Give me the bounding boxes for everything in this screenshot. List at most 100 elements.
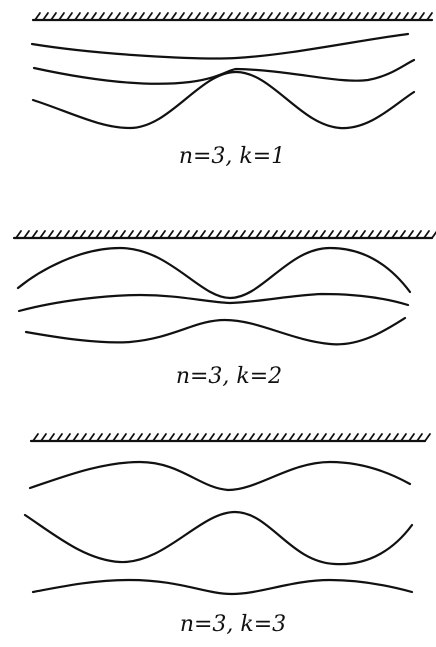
hatch-mark: [47, 230, 54, 239]
hatch-mark: [170, 12, 177, 21]
hatch-mark: [112, 433, 119, 442]
hatch-mark: [375, 230, 382, 239]
hatch-mark: [303, 230, 310, 239]
hatch-mark: [186, 12, 193, 21]
hatch-mark: [319, 230, 326, 239]
hatch-mark: [160, 433, 167, 442]
hatch-mark: [384, 433, 391, 442]
hatch-mark: [423, 230, 430, 239]
hatch-mark: [106, 12, 113, 21]
hatch-mark: [114, 12, 121, 21]
hatch-mark: [122, 12, 129, 21]
hatch-mark: [418, 12, 425, 21]
hatch-mark: [376, 433, 383, 442]
hatch-mark: [88, 433, 95, 442]
hatch-mark: [42, 12, 49, 21]
hatch-mark: [312, 433, 319, 442]
hatch-mark: [304, 433, 311, 442]
hatch-mark: [320, 433, 327, 442]
hatch-mark: [264, 433, 271, 442]
hatch-mark: [72, 433, 79, 442]
mode-label-2: n=3, k=2: [176, 364, 282, 389]
hatch-mark: [263, 230, 270, 239]
hatch-mark: [96, 433, 103, 442]
hatch-mark: [327, 230, 334, 239]
hatch-mark: [383, 230, 390, 239]
hatch-mark: [64, 433, 71, 442]
hatch-mark: [258, 12, 265, 21]
mode-curve-2-1: [16, 246, 412, 300]
hatch-mark: [407, 230, 414, 239]
hatch-mark: [298, 12, 305, 21]
hatch-mark: [346, 12, 353, 21]
hatch-mark: [120, 433, 127, 442]
hatch-mark: [31, 230, 38, 239]
hatch-mark: [360, 433, 367, 442]
hatch-mark: [354, 12, 361, 21]
hatch-mark: [40, 433, 47, 442]
hatch-mark: [208, 433, 215, 442]
hatch-mark: [386, 12, 393, 21]
hatch-mark: [274, 12, 281, 21]
wall-hatching-1: [34, 12, 433, 21]
hatch-mark: [207, 230, 214, 239]
mode-curve-3-2: [23, 510, 414, 566]
hatch-mark: [90, 12, 97, 21]
hatch-mark: [338, 12, 345, 21]
hatch-mark: [314, 12, 321, 21]
hatch-mark: [306, 12, 313, 21]
mode-curve-2-2: [17, 292, 410, 313]
mode-panel-1: n=3, k=1: [30, 12, 434, 169]
hatch-mark: [392, 433, 399, 442]
hatch-mark: [335, 230, 342, 239]
hatch-mark: [23, 230, 30, 239]
hatch-mark: [359, 230, 366, 239]
hatch-mark: [168, 433, 175, 442]
hatch-mark: [322, 12, 329, 21]
hatch-mark: [63, 230, 70, 239]
hatch-mark: [280, 433, 287, 442]
hatch-mark: [402, 12, 409, 21]
hatch-mark: [391, 230, 398, 239]
hatch-mark: [336, 433, 343, 442]
hatch-mark: [216, 433, 223, 442]
hatch-mark: [87, 230, 94, 239]
hatch-mark: [152, 433, 159, 442]
hatch-mark: [343, 230, 350, 239]
hatch-mark: [415, 230, 422, 239]
hatch-mark: [191, 230, 198, 239]
hatch-mark: [71, 230, 78, 239]
hatch-mark: [279, 230, 286, 239]
hatch-mark: [143, 230, 150, 239]
hatch-mark: [231, 230, 238, 239]
hatch-mark: [226, 12, 233, 21]
hatch-mark: [352, 433, 359, 442]
hatch-mark: [79, 230, 86, 239]
hatch-mark: [426, 12, 433, 21]
mode-curve-3-3: [31, 578, 414, 596]
hatch-mark: [50, 12, 57, 21]
hatch-mark: [362, 12, 369, 21]
mode-curve-1-1: [30, 32, 410, 60]
hatch-mark: [119, 230, 126, 239]
hatch-mark: [218, 12, 225, 21]
hatch-mark: [424, 433, 431, 442]
hatch-mark: [399, 230, 406, 239]
hatch-mark: [247, 230, 254, 239]
hatch-mark: [223, 230, 230, 239]
mode-curve-3-1: [28, 460, 412, 492]
fixed-wall-3: [29, 433, 431, 443]
hatch-mark: [394, 12, 401, 21]
hatch-mark: [250, 12, 257, 21]
hatch-mark: [48, 433, 55, 442]
hatch-mark: [210, 12, 217, 21]
hatch-mark: [288, 433, 295, 442]
wall-hatching-2: [15, 230, 436, 239]
hatch-mark: [290, 12, 297, 21]
hatch-mark: [408, 433, 415, 442]
hatch-mark: [242, 12, 249, 21]
hatch-mark: [144, 433, 151, 442]
hatch-mark: [151, 230, 158, 239]
hatch-mark: [56, 433, 63, 442]
